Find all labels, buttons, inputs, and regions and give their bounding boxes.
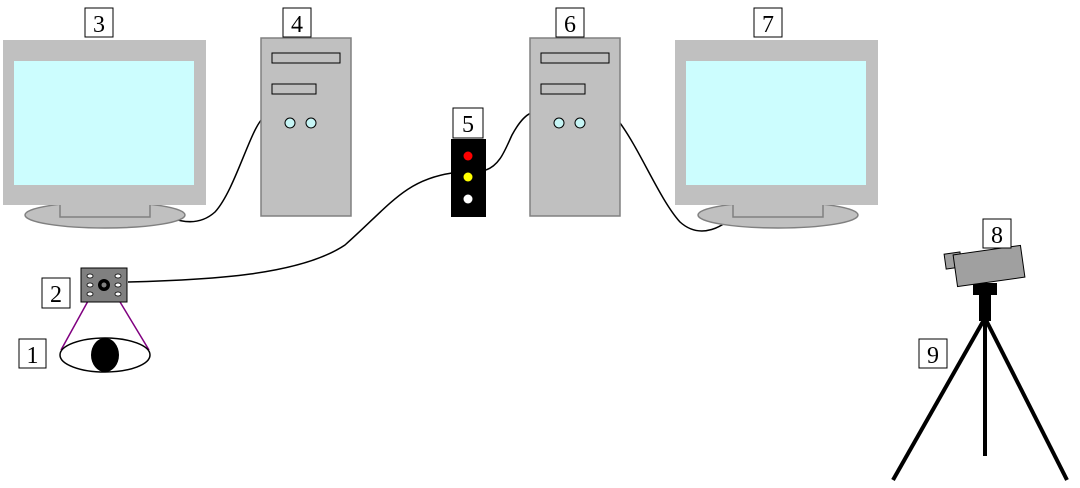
tripod-leg-left: [891, 317, 987, 481]
eye-tracker-ir-4: [114, 273, 122, 279]
cable-tower-right-to-monitor-right: [619, 122, 739, 232]
monitor-right-neck: [732, 202, 824, 218]
signal-box: [451, 139, 486, 217]
monitor-right: [675, 40, 878, 229]
signal-box-led-yellow: [463, 172, 473, 182]
eye-tracker-ir-5: [114, 282, 122, 288]
label-monitor-right-text: 7: [762, 12, 774, 38]
tower-left-button-1: [284, 117, 296, 129]
tripod-leg-right: [983, 317, 1069, 481]
tower-right: [529, 37, 621, 217]
label-tripod-text: 9: [927, 343, 939, 369]
tripod-plate: [973, 283, 997, 295]
label-eye-tracker: 2: [41, 277, 71, 309]
eye-tracker-ir-3: [86, 291, 94, 297]
label-video-camera: 8: [982, 218, 1012, 249]
tower-right-drive-bay-top: [540, 52, 610, 64]
monitor-left-neck: [59, 202, 151, 218]
label-eye-tracker-text: 2: [50, 282, 62, 308]
tower-left-case: [260, 37, 352, 217]
label-tower-right: 6: [555, 7, 585, 38]
eye-tracker-ir-1: [86, 273, 94, 279]
tower-right-case: [529, 37, 621, 217]
label-eye: 1: [18, 338, 47, 369]
tower-right-drive-bay-lower: [540, 83, 586, 95]
tower-left: [260, 37, 352, 217]
tower-right-button-1: [553, 117, 565, 129]
label-tower-left-text: 4: [291, 12, 303, 38]
tripod: [891, 283, 1069, 481]
label-monitor-left-text: 3: [93, 12, 105, 38]
label-video-camera-text: 8: [991, 223, 1003, 249]
video-camera-body: [952, 244, 1026, 288]
label-eye-text: 1: [27, 343, 39, 369]
cable-signal-box-to-tower-right: [485, 112, 532, 171]
monitor-left: [3, 40, 206, 229]
signal-box-led-white: [463, 194, 473, 204]
eye: [59, 337, 151, 373]
tower-left-button-2: [305, 117, 317, 129]
signal-box-led-red: [463, 151, 473, 161]
label-tower-right-text: 6: [564, 12, 576, 38]
label-monitor-right: 7: [753, 7, 783, 38]
label-signal-box-text: 5: [462, 112, 474, 138]
label-tower-left: 4: [282, 7, 312, 38]
monitor-right-screen: [686, 61, 866, 185]
label-signal-box: 5: [452, 107, 484, 139]
tripod-head: [979, 293, 991, 321]
label-tripod: 9: [918, 338, 948, 369]
eye-tracker: [60, 267, 150, 351]
monitor-left-screen: [14, 61, 194, 185]
eye-pupil: [91, 338, 119, 372]
tower-left-drive-bay-top: [271, 52, 341, 64]
label-monitor-left: 3: [84, 7, 114, 38]
eye-tracker-ir-2: [86, 282, 94, 288]
cable-tracker-to-signal-box: [127, 172, 453, 283]
video-camera: [943, 244, 1026, 288]
tower-left-drive-bay-lower: [271, 83, 317, 95]
eye-tracker-ir-6: [114, 291, 122, 297]
eye-tracker-lens-inner: [101, 282, 107, 288]
tower-right-button-2: [574, 117, 586, 129]
